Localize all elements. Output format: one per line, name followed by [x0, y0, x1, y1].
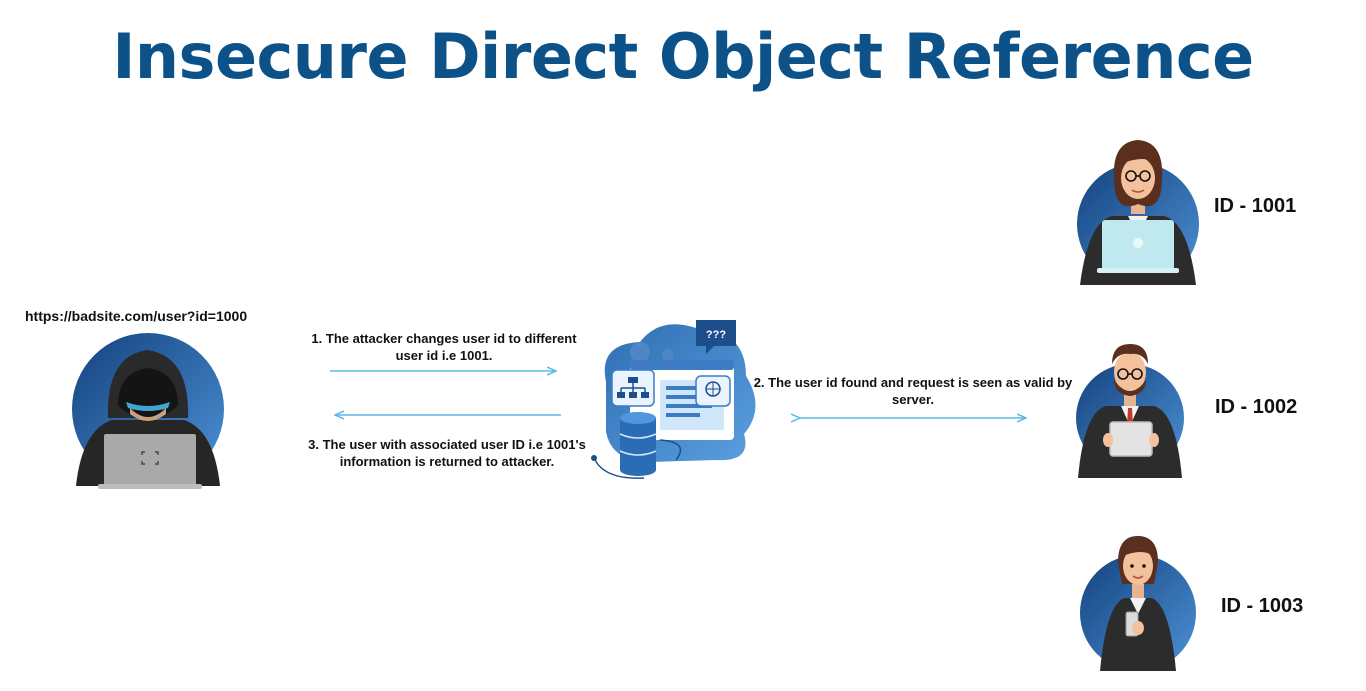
user-1003-avatar	[1080, 536, 1196, 671]
laptop-icon	[1097, 220, 1179, 273]
user-1003-label: ID - 1003	[1221, 595, 1304, 617]
step-1-label: 1. The attacker changes user id to diffe…	[311, 331, 577, 363]
user-1002-label: ID - 1002	[1215, 396, 1298, 418]
user-1002-avatar	[1076, 344, 1184, 478]
chat-bubble-text: ???	[706, 329, 726, 341]
database-icon	[619, 412, 657, 476]
chat-bubble-icon: ???	[696, 320, 736, 354]
server-illustration	[591, 324, 756, 479]
phone-icon	[1125, 611, 1144, 637]
page-title: Insecure Direct Object Reference	[112, 20, 1254, 93]
step-2-label: 2. The user id found and request is seen…	[753, 375, 1073, 407]
step-3-label: 3. The user with associated user ID i.e …	[308, 437, 586, 469]
laptop-icon	[98, 434, 202, 489]
attacker-url: https://badsite.com/user?id=1000	[25, 308, 248, 324]
user-1001-label: ID - 1001	[1214, 195, 1297, 217]
tablet-icon	[1103, 421, 1159, 457]
